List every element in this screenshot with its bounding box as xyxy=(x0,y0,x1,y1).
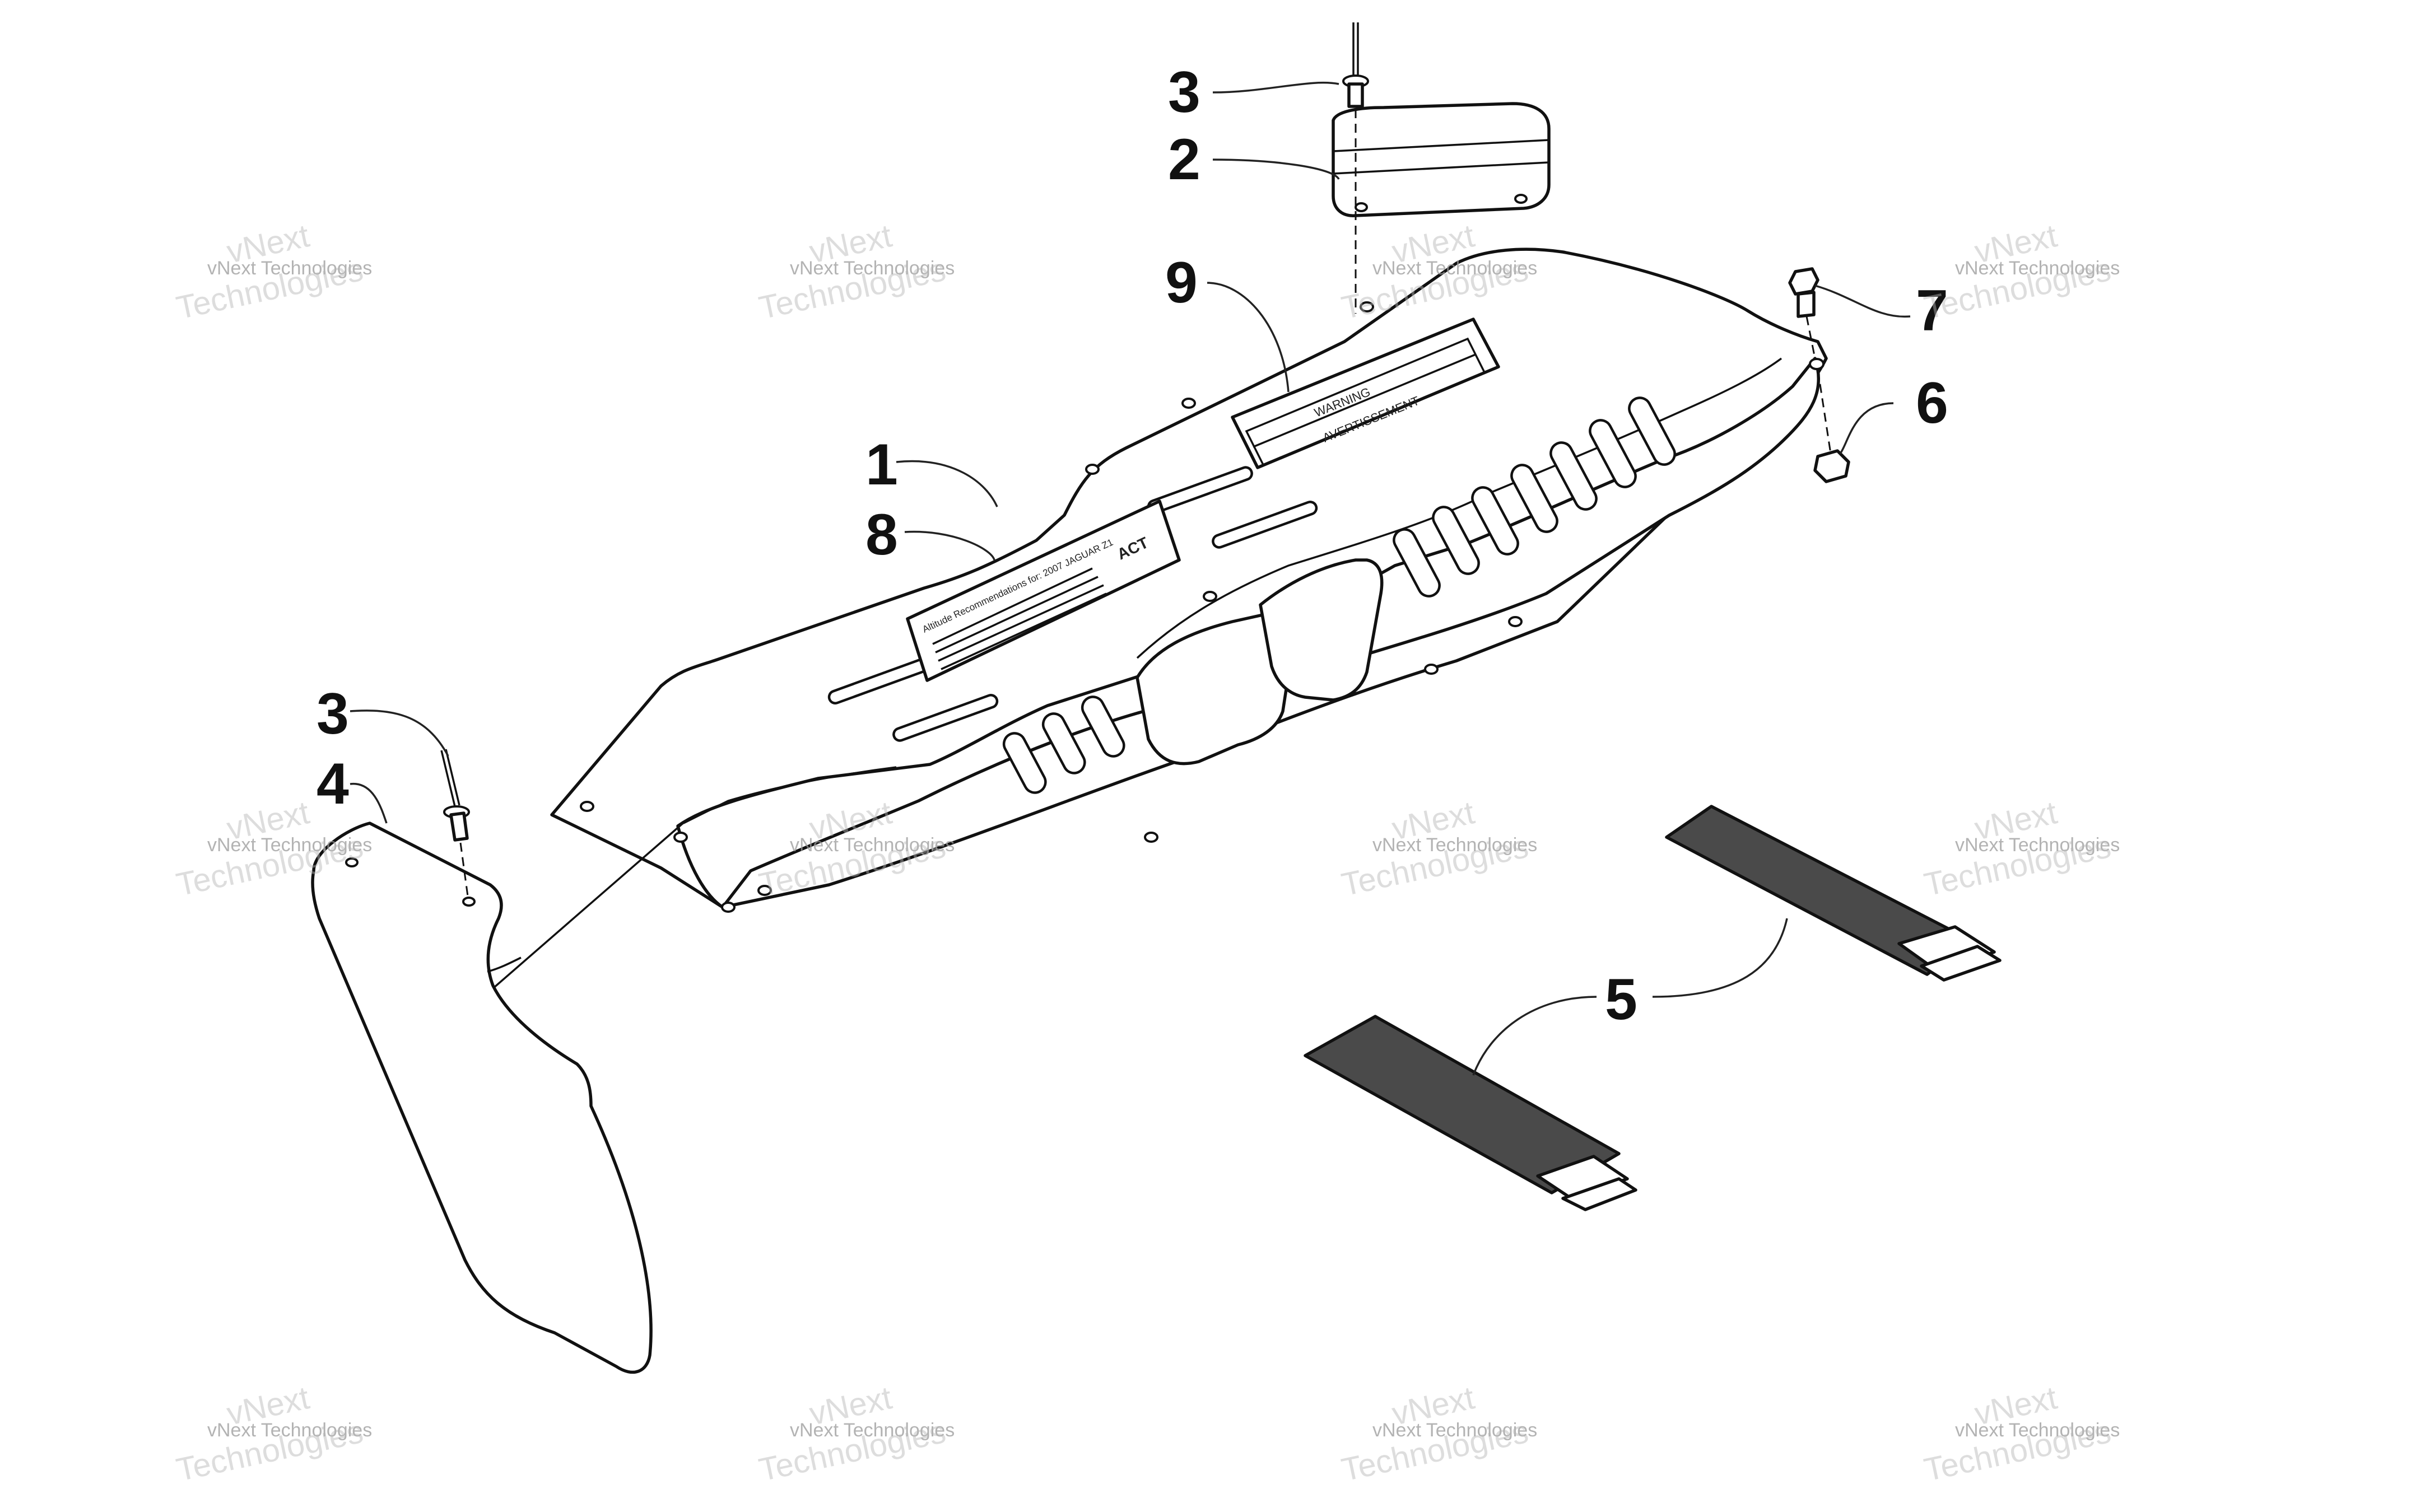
callout-2: 2 xyxy=(1168,127,1200,192)
watermark-text: vNext Technologies xyxy=(790,258,955,279)
watermark-text: vNext Technologies xyxy=(790,1420,955,1441)
side-vents-right xyxy=(1393,396,1676,598)
callout-4: 4 xyxy=(317,752,349,816)
part-2-cover-plate xyxy=(1332,102,1551,217)
watermark-grid: vNext TechnologiesvNextTechnologiesvNext… xyxy=(173,217,2120,1488)
watermark-text: vNext Technologies xyxy=(1955,1420,2120,1441)
watermark-text: vNext Technologies xyxy=(1955,834,2120,856)
watermark-text: vNext Technologies xyxy=(1372,834,1537,856)
callout-numbers: 3 2 9 7 6 1 8 3 4 5 xyxy=(317,60,1948,1032)
part-7-bolt xyxy=(1788,267,1819,359)
watermark-text: vNext Technologies xyxy=(207,1420,372,1441)
callout-1: 1 xyxy=(865,432,898,497)
part-6-nut xyxy=(1813,369,1850,483)
part-1-belly-pan xyxy=(550,248,1828,913)
part-3-rivet-top xyxy=(1342,22,1369,314)
callout-8: 8 xyxy=(865,502,898,567)
leader-lines xyxy=(350,81,1911,1076)
part-3-rivet-bottom xyxy=(440,749,470,897)
part-5-traction-strip-upper xyxy=(1665,805,2002,982)
callout-3-bottom: 3 xyxy=(317,682,349,746)
watermark-text: vNext Technologies xyxy=(207,258,372,279)
callout-3-top: 3 xyxy=(1168,60,1200,125)
watermark-text: vNext Technologies xyxy=(1372,1420,1537,1441)
side-vents-left xyxy=(1002,696,1125,794)
part-4-mud-flap xyxy=(311,819,687,1374)
callout-5: 5 xyxy=(1605,967,1637,1032)
watermark-text: vNext Technologies xyxy=(1955,258,2120,279)
part-5-traction-strip-lower xyxy=(1304,1015,1637,1211)
watermark-text: vNext Technologies xyxy=(207,834,372,856)
watermark-text: vNext Technologies xyxy=(790,834,955,856)
callout-6: 6 xyxy=(1916,371,1948,436)
callout-9: 9 xyxy=(1165,250,1198,315)
callout-7: 7 xyxy=(1916,278,1948,343)
watermark-text: vNext Technologies xyxy=(1372,258,1537,279)
